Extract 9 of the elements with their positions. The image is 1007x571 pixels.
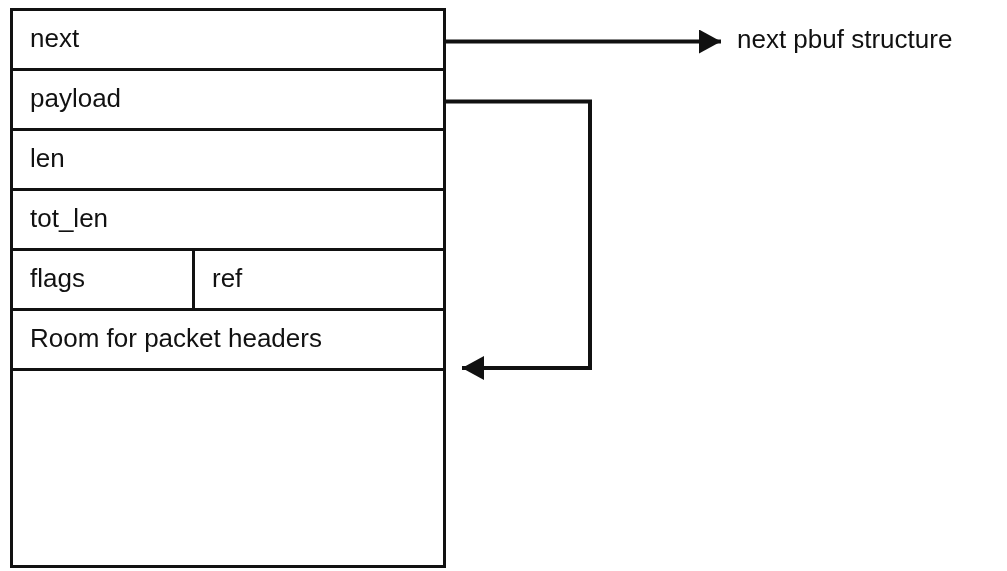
struct-field: payload bbox=[10, 68, 446, 131]
arrow bbox=[446, 99, 592, 380]
memory-area bbox=[10, 368, 446, 568]
struct-field: tot_len bbox=[10, 188, 446, 251]
arrow bbox=[446, 29, 721, 54]
struct-field: Room for packet headers bbox=[10, 308, 446, 371]
pointer-label: next pbuf structure bbox=[737, 24, 953, 55]
struct-field: len bbox=[10, 128, 446, 191]
struct-field: next bbox=[10, 8, 446, 71]
